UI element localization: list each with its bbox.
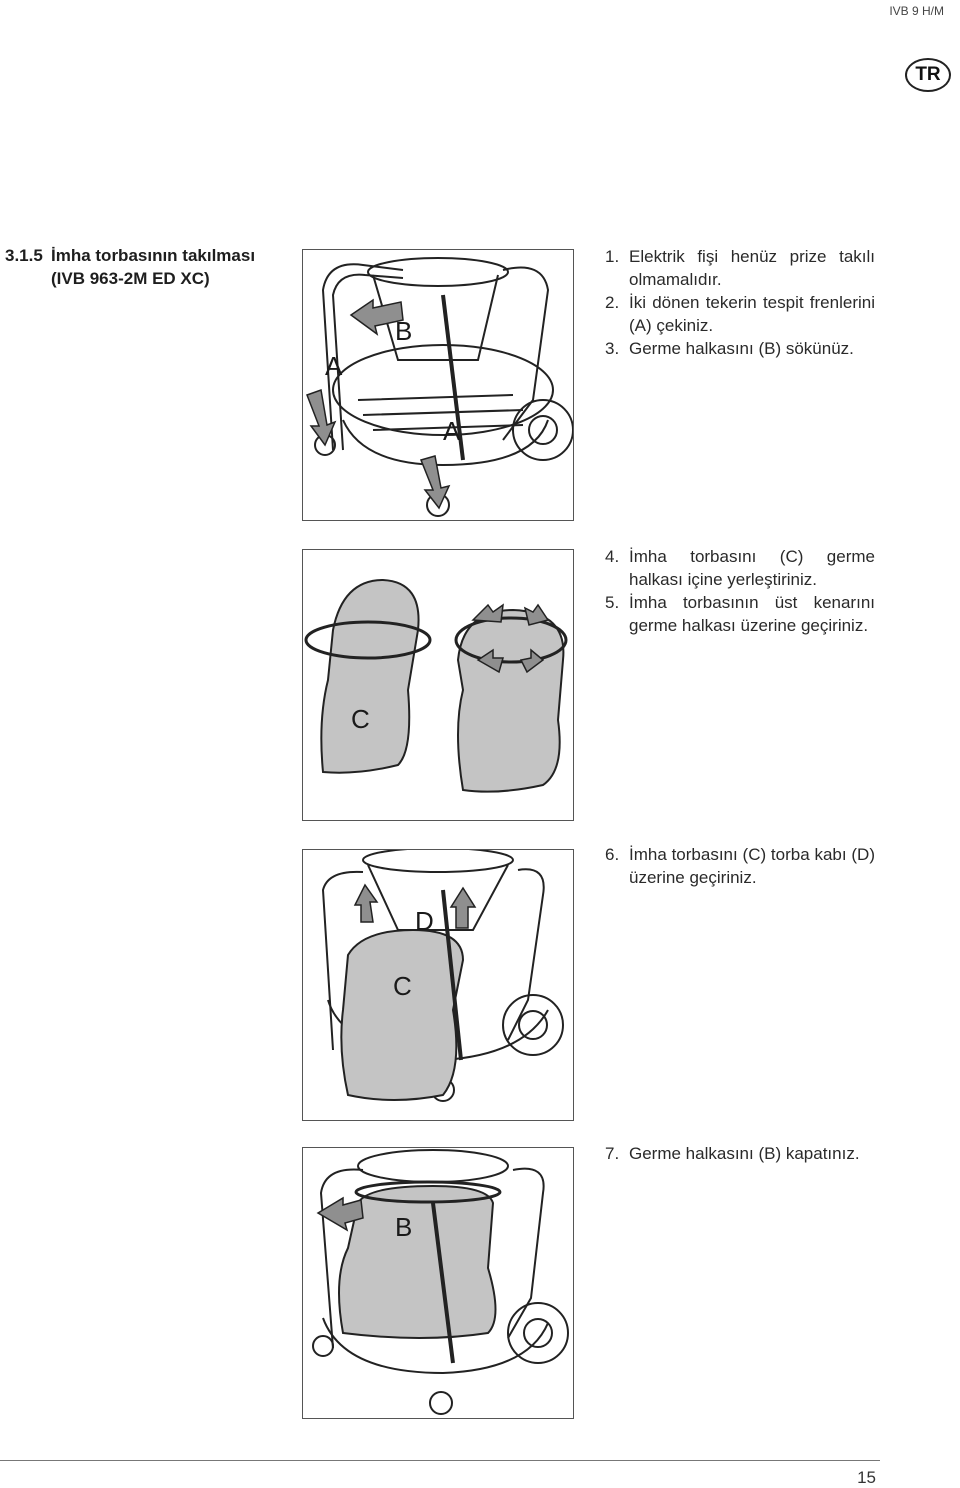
step-5: 5. İmha torbasının üst kenarını germe ha… bbox=[605, 591, 875, 637]
step-7: 7. Germe halkasını (B) kapatınız. bbox=[605, 1142, 875, 1165]
step-text: İki dönen tekerin tespit frenlerini (A) … bbox=[629, 293, 875, 335]
step-number: 1. bbox=[605, 247, 620, 266]
page-number: 15 bbox=[857, 1468, 876, 1487]
model-label: IVB 9 H/M bbox=[889, 4, 944, 18]
step-1: 1. Elektrik fişi henüz prize takılı olma… bbox=[605, 245, 875, 291]
arrow-a-left bbox=[306, 388, 337, 447]
bag-right bbox=[456, 608, 565, 793]
arrow-a-bottom bbox=[419, 455, 451, 510]
step-number: 5. bbox=[605, 593, 620, 612]
step-number: 2. bbox=[605, 293, 620, 312]
step-number: 6. bbox=[605, 845, 620, 864]
bag-ring-illustration: C bbox=[304, 578, 568, 793]
step-4: 4. İmha torbasını (C) germe halkası için… bbox=[605, 545, 875, 591]
figure-1: A B A bbox=[302, 249, 574, 521]
bag-container-illustration: D C bbox=[321, 850, 564, 1102]
section-number: 3.1.5 bbox=[5, 246, 43, 265]
bag-fitted bbox=[340, 928, 465, 1101]
figure-2-label-c: C bbox=[351, 704, 370, 734]
bag-installed bbox=[338, 1184, 497, 1339]
figure-1-label-b: B bbox=[395, 316, 412, 346]
arrow-d-right bbox=[449, 886, 477, 929]
ring-closing-illustration: B bbox=[312, 1149, 569, 1415]
step-3: 3. Germe halkasını (B) sökünüz. bbox=[605, 337, 875, 360]
figure-1-label-a-2: A bbox=[443, 416, 461, 446]
figure-4: B bbox=[302, 1147, 574, 1419]
figure-1-label-a: A bbox=[325, 351, 343, 381]
arrow-d-left bbox=[353, 883, 379, 923]
step-number: 4. bbox=[605, 547, 620, 566]
section-title: İmha torbasının takılması (IVB 963-2M ED… bbox=[51, 246, 256, 288]
figure-4-label-b: B bbox=[395, 1212, 412, 1242]
figure-3-label-c: C bbox=[393, 971, 412, 1001]
bag-left bbox=[320, 578, 420, 774]
arrow-b-close bbox=[316, 1196, 364, 1232]
step-text: Germe halkasını (B) kapatınız. bbox=[629, 1144, 860, 1163]
arrow-b bbox=[349, 298, 404, 336]
step-6: 6. İmha torbasını (C) torba kabı (D) üze… bbox=[605, 843, 875, 889]
figure-3: D C bbox=[302, 849, 574, 1121]
cart-brakes-illustration: A B A bbox=[306, 257, 573, 517]
step-2: 2. İki dönen tekerin tespit frenlerini (… bbox=[605, 291, 875, 337]
step-text: İmha torbasının üst kenarını germe halka… bbox=[629, 593, 875, 635]
step-text: İmha torbasını (C) torba kabı (D) üzerin… bbox=[629, 845, 875, 887]
footer-rule bbox=[0, 1460, 880, 1461]
figure-2: C bbox=[302, 549, 574, 821]
step-number: 7. bbox=[605, 1144, 620, 1163]
step-text: Germe halkasını (B) sökünüz. bbox=[629, 339, 854, 358]
language-badge: TR bbox=[905, 58, 951, 92]
step-number: 3. bbox=[605, 339, 620, 358]
step-text: Elektrik fişi henüz prize takılı olmamal… bbox=[629, 247, 875, 289]
figure-3-label-d: D bbox=[415, 906, 434, 936]
step-text: İmha torbasını (C) germe halkası içine y… bbox=[629, 547, 875, 589]
